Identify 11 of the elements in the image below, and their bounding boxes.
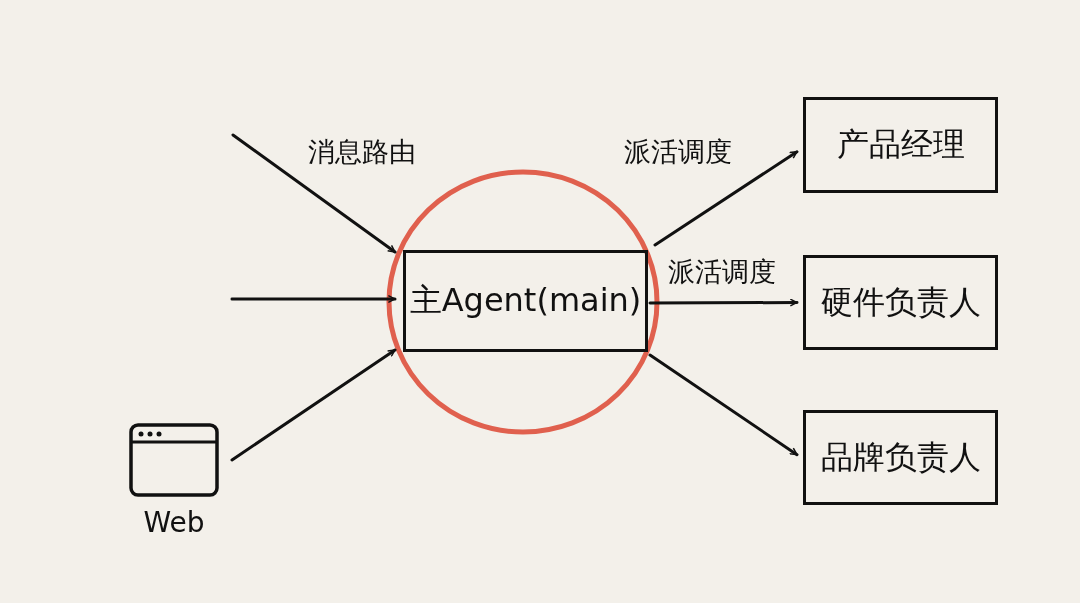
arrow (648, 298, 799, 307)
role-box: 品牌负责人 (803, 410, 998, 505)
icon-caption: Web (142, 506, 206, 539)
role-box: 硬件负责人 (803, 255, 998, 350)
arrow (653, 150, 799, 247)
arrow (648, 353, 799, 457)
agent-box: 主Agent(main) (403, 250, 648, 352)
role-box: 产品经理 (803, 97, 998, 193)
arrow (230, 294, 397, 304)
arrow (230, 348, 397, 462)
arrow (231, 133, 397, 254)
